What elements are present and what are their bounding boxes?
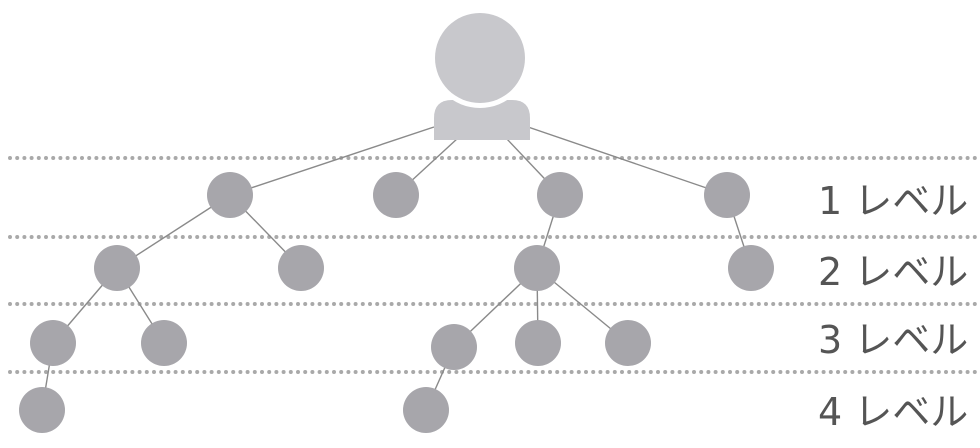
level-3-node — [605, 320, 651, 366]
level-2-node — [278, 245, 324, 291]
level-1-node — [207, 172, 253, 218]
person-head — [435, 13, 525, 103]
level-4-node — [19, 387, 65, 433]
level-1-node — [704, 172, 750, 218]
level-3-node — [30, 320, 76, 366]
level-3-node — [515, 320, 561, 366]
tree-edges — [41, 126, 752, 411]
level-3-node — [431, 324, 477, 370]
level-4-node — [403, 387, 449, 433]
level-1-node — [537, 172, 583, 218]
level-2-node — [728, 245, 774, 291]
level-label-2: 2 レベル — [818, 250, 968, 294]
level-label-1: 1 レベル — [818, 179, 968, 223]
level-dividers — [8, 156, 977, 374]
level-3-node — [141, 320, 187, 366]
level-label-4: 4 レベル — [818, 390, 968, 434]
level-1-node — [373, 172, 419, 218]
edge — [527, 126, 728, 196]
person-icon — [430, 8, 530, 140]
person-body — [434, 100, 530, 140]
edge — [229, 126, 435, 196]
level-2-node — [94, 245, 140, 291]
level-2-node — [514, 245, 560, 291]
tree-nodes — [19, 172, 774, 433]
level-labels: 1 レベル 2 レベル 3 レベル 4 レベル — [818, 179, 968, 434]
level-label-3: 3 レベル — [818, 318, 968, 362]
